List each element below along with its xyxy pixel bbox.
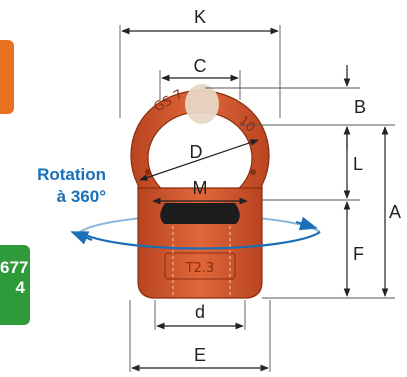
- rotation-line-2: à 360°: [56, 187, 106, 206]
- green-badge-line-2: 4: [15, 278, 25, 297]
- body-marking: T2.3: [185, 261, 215, 276]
- rotation-arrow-right: [295, 216, 318, 231]
- label-c: C: [194, 56, 207, 76]
- label-a: A: [389, 202, 401, 222]
- rotation-arrow-left: [70, 230, 93, 245]
- green-badge: 677 4: [0, 245, 30, 325]
- rotation-line-1: Rotation: [37, 165, 106, 184]
- orange-badge: [0, 40, 14, 114]
- marking-plate: [164, 252, 236, 280]
- label-e: E: [194, 345, 206, 365]
- slot: [160, 203, 240, 224]
- label-k: K: [194, 7, 206, 27]
- label-d-small: d: [195, 302, 205, 322]
- rotation-caption: Rotation à 360°: [6, 164, 106, 208]
- label-l: L: [353, 154, 363, 174]
- green-badge-line-1: 677: [0, 258, 29, 277]
- label-m: M: [193, 178, 208, 198]
- label-d: D: [190, 142, 203, 162]
- label-f: F: [353, 244, 364, 264]
- label-b: B: [354, 97, 366, 117]
- rotation-arc-front: [79, 231, 321, 250]
- dim-line-d: [139, 139, 259, 181]
- ring-highlight: [185, 84, 219, 124]
